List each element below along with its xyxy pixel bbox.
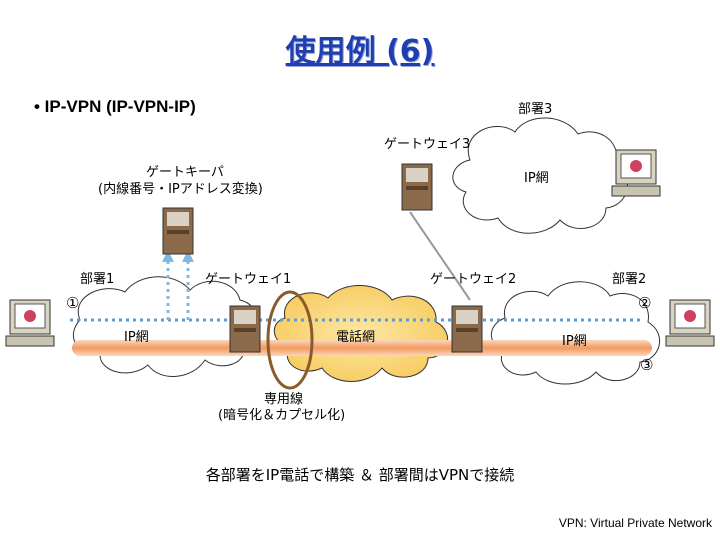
label-dept3: 部署3 (518, 102, 553, 117)
label-gatekeeper-sub: (内線番号・IPアドレス変換) (98, 182, 263, 197)
phone-cloud (273, 285, 448, 382)
dept1-computer-icon (5, 299, 55, 347)
label-gateway1: ゲートウェイ1 (205, 272, 292, 287)
arrow-head-right (182, 250, 194, 262)
label-mark3: ③ (640, 356, 654, 374)
encryption-ring (266, 290, 314, 390)
arrow-head-left (162, 250, 174, 262)
gateway2-server-icon (451, 305, 483, 353)
label-phone-net: 電話網 (336, 330, 376, 345)
label-leased: 専用線 (264, 392, 304, 407)
label-leased-sub: (暗号化＆カプセル化) (218, 408, 346, 423)
label-dept2: 部署2 (612, 272, 647, 287)
label-mark1: ① (66, 294, 80, 312)
label-ipnet-left: IP網 (124, 330, 149, 345)
label-dept1: 部署1 (80, 272, 115, 287)
label-gatekeeper: ゲートキーパ (146, 165, 224, 180)
leased-line-tunnel (72, 340, 652, 356)
vpn-note: VPN: Virtual Private Network (558, 516, 712, 530)
label-mark2: ② (638, 294, 652, 312)
dept2-computer-icon (665, 299, 715, 347)
ip-cloud-left (72, 276, 258, 377)
label-ipnet-right: IP網 (562, 334, 587, 349)
ip-cloud-right (490, 281, 660, 385)
ip-cloud-top (452, 117, 628, 234)
gatekeeper-server-icon (162, 207, 194, 255)
gateway3-server-icon (401, 163, 433, 211)
page-title: 使用例 (6) (285, 34, 435, 69)
label-gateway3: ゲートウェイ3 (384, 137, 471, 152)
label-gateway2: ゲートウェイ2 (430, 272, 517, 287)
dept3-computer-icon (611, 149, 661, 197)
footer-caption: 各部署をIP電話で構築 ＆ 部署間はVPNで接続 (205, 466, 515, 484)
link-gw2-gw3 (409, 211, 471, 301)
gateway1-server-icon (229, 305, 261, 353)
label-ipnet-top: IP網 (524, 171, 549, 186)
bullet-heading: • IP-VPN (IP-VPN-IP) (34, 97, 196, 116)
